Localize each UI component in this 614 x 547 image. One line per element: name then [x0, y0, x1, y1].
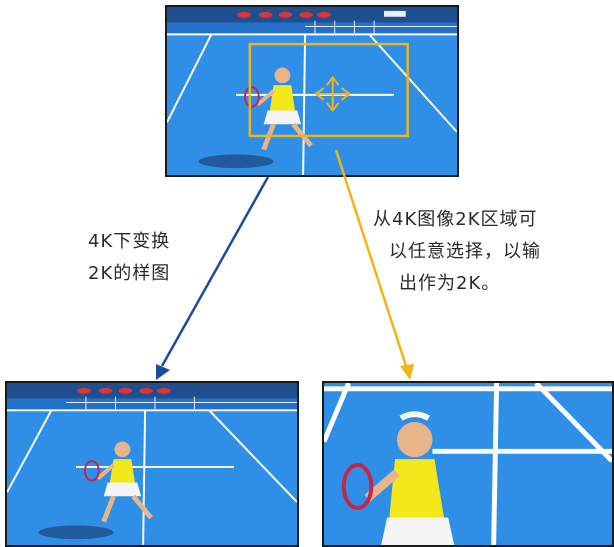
cropped-2k-frame: [322, 381, 614, 547]
sponsor-boards: [237, 11, 331, 18]
court-lines: [167, 33, 457, 175]
downscaled-2k-frame: [5, 381, 299, 547]
source-4k-frame: [165, 5, 459, 177]
downscale-caption-line-1: 4K下变换: [88, 231, 171, 252]
cropped-2k-image: [324, 383, 612, 545]
crop-caption-line-1: 从4K图像2K区域可: [373, 209, 538, 230]
tennis-player: [83, 441, 153, 523]
four-way-arrow-icon: [314, 75, 352, 113]
crop-caption-line-2: 以任意选择，以输: [389, 241, 541, 262]
downscaled-2k-image: [7, 383, 297, 545]
player-shadow: [198, 154, 274, 169]
crop-caption: 从4K图像2K区域可 以任意选择，以输 出作为2K。: [373, 204, 541, 300]
crop-arrow: [334, 149, 414, 380]
downscale-caption: 4K下变换 2K的样图: [88, 226, 170, 290]
net: [305, 20, 457, 35]
2k-crop-box: [248, 42, 409, 138]
crop-caption-line-3: 出作为2K。: [399, 273, 501, 294]
downscale-arrow: [156, 176, 270, 380]
source-4k-image: [167, 7, 457, 175]
tennis-player: [341, 411, 455, 545]
downscale-caption-line-2: 2K的样图: [88, 263, 171, 284]
